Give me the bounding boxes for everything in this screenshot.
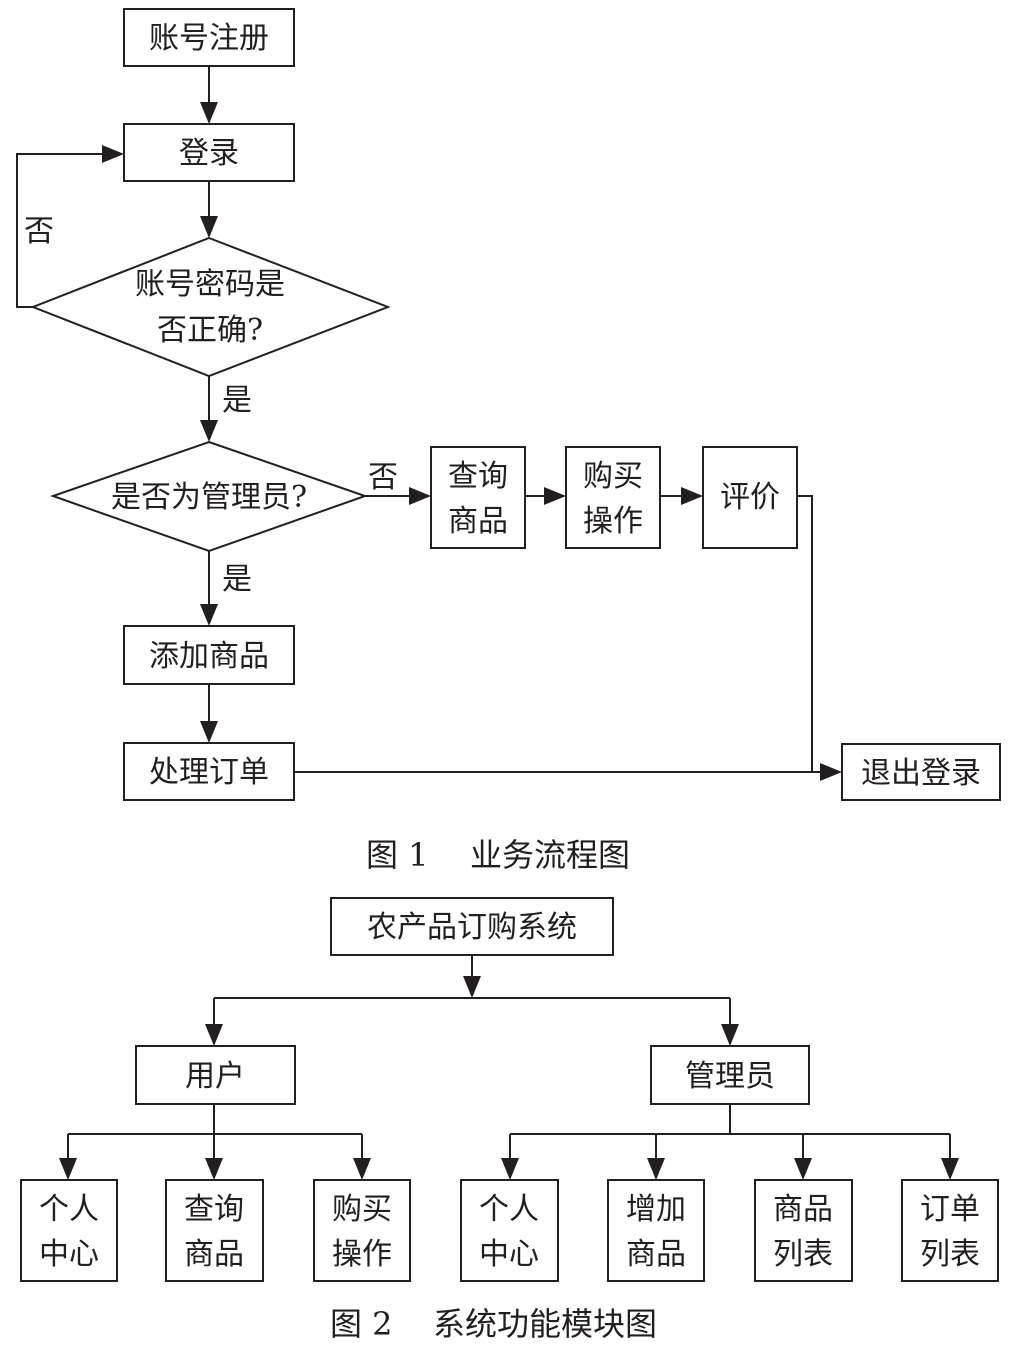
arrow-head xyxy=(200,216,218,238)
arrow-head xyxy=(200,604,218,626)
figure1-caption-number: 图 1 xyxy=(366,836,429,874)
arrow-head xyxy=(647,1158,665,1180)
module-line1: 商品 xyxy=(773,1192,833,1227)
arrow-head xyxy=(200,102,218,124)
node-login-label: 登录 xyxy=(179,136,239,171)
module-user-personal-center: 个人 中心 xyxy=(20,1179,118,1282)
module-user-search-goods: 查询 商品 xyxy=(165,1179,264,1282)
arrow-head xyxy=(409,487,431,505)
decision-admin: 是否为管理员? xyxy=(49,440,369,553)
module-line1: 增加 xyxy=(626,1192,686,1227)
module-line2: 列表 xyxy=(920,1237,980,1272)
arrow-head xyxy=(681,487,703,505)
arrow-head xyxy=(463,976,481,998)
arrow-head xyxy=(59,1158,77,1180)
node-process-orders: 处理订单 xyxy=(123,742,295,801)
arrow-head xyxy=(200,420,218,442)
node-user-label: 用户 xyxy=(185,1059,245,1094)
arrow-head xyxy=(205,1024,223,1046)
module-line1: 查询 xyxy=(184,1192,244,1227)
module-user-purchase: 购买 操作 xyxy=(313,1179,411,1282)
node-search-line1: 查询 xyxy=(448,459,508,494)
label-admin-yes: 是 xyxy=(222,562,252,597)
module-admin-add-goods: 增加 商品 xyxy=(607,1179,705,1282)
node-admin: 管理员 xyxy=(650,1045,810,1105)
node-login: 登录 xyxy=(123,123,295,182)
module-line2: 操作 xyxy=(332,1237,392,1272)
arrow-head xyxy=(205,1158,223,1180)
figure2-caption-number: 图 2 xyxy=(330,1305,393,1343)
arrow-head xyxy=(941,1158,959,1180)
node-register: 账号注册 xyxy=(123,8,295,67)
label-check-yes: 是 xyxy=(222,383,252,418)
module-line2: 中心 xyxy=(479,1237,539,1272)
module-admin-personal-center: 个人 中心 xyxy=(460,1179,559,1282)
figure1-caption-title: 业务流程图 xyxy=(470,836,630,874)
arrow-head xyxy=(544,487,566,505)
arrow-head xyxy=(501,1158,519,1180)
node-user: 用户 xyxy=(135,1045,296,1105)
node-process-orders-label: 处理订单 xyxy=(149,755,269,790)
arrow-head xyxy=(721,1024,739,1046)
node-review: 评价 xyxy=(702,446,798,549)
node-admin-label: 管理员 xyxy=(685,1059,775,1094)
module-line2: 商品 xyxy=(626,1237,686,1272)
node-add-goods: 添加商品 xyxy=(123,625,295,685)
node-logout: 退出登录 xyxy=(841,743,1001,801)
decision-credentials-line1: 账号密码是 xyxy=(135,267,285,302)
edge-review-logout xyxy=(797,495,822,773)
figure2-caption-title: 系统功能模块图 xyxy=(433,1305,657,1343)
edge-check-no-loop xyxy=(16,153,104,308)
flowchart: 账号注册 登录 账号密码是 否正确? 否 是 是否为管理员? 否 是 查询 商品… xyxy=(16,8,1001,801)
node-register-label: 账号注册 xyxy=(149,21,269,56)
arrow-head xyxy=(200,721,218,743)
module-line1: 购买 xyxy=(332,1192,392,1227)
node-purchase-line2: 操作 xyxy=(583,504,643,539)
node-review-label: 评价 xyxy=(720,480,780,515)
node-search-line2: 商品 xyxy=(448,504,508,539)
node-purchase-line1: 购买 xyxy=(583,459,643,494)
arrow-head xyxy=(820,763,842,781)
decision-admin-label: 是否为管理员? xyxy=(111,480,307,515)
module-line1: 个人 xyxy=(479,1192,539,1227)
module-line1: 个人 xyxy=(39,1192,99,1227)
module-line2: 列表 xyxy=(773,1237,833,1272)
arrow-head xyxy=(353,1158,371,1180)
module-admin-order-list: 订单 列表 xyxy=(901,1179,999,1282)
label-check-no: 否 xyxy=(24,214,54,249)
node-root: 农产品订购系统 xyxy=(330,897,614,956)
node-logout-label: 退出登录 xyxy=(861,756,981,791)
module-admin-goods-list: 商品 列表 xyxy=(754,1179,853,1282)
arrow-head xyxy=(794,1158,812,1180)
node-add-goods-label: 添加商品 xyxy=(149,639,269,674)
arrow-head xyxy=(102,145,124,163)
module-tree: 农产品订购系统 用户 管理员 个人 中心 查询 商品 购买 操作 xyxy=(20,897,999,1282)
module-line1: 订单 xyxy=(920,1192,980,1227)
module-line2: 商品 xyxy=(184,1237,244,1272)
module-line2: 中心 xyxy=(39,1237,99,1272)
decision-credentials: 账号密码是 否正确? xyxy=(30,236,391,378)
node-search-goods: 查询 商品 xyxy=(430,446,526,549)
decision-credentials-line2: 否正确? xyxy=(157,313,263,348)
label-admin-no: 否 xyxy=(368,460,398,495)
node-root-label: 农产品订购系统 xyxy=(367,910,577,945)
node-purchase: 购买 操作 xyxy=(565,446,661,549)
